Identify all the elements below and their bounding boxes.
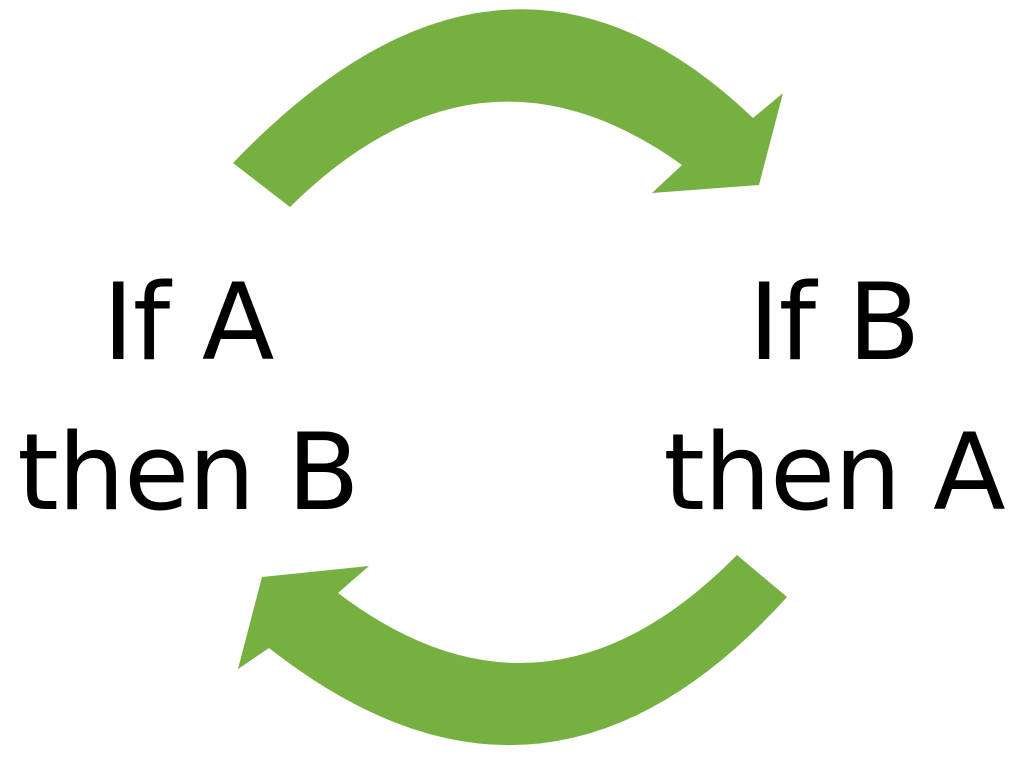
left-statement-line2: then B bbox=[17, 411, 360, 534]
left-statement-line1: If A bbox=[102, 261, 275, 384]
top-arrow bbox=[233, 9, 783, 207]
bottom-arrow bbox=[238, 555, 787, 746]
right-statement: If B then A bbox=[634, 248, 1024, 548]
left-statement: If A then B bbox=[0, 248, 388, 548]
right-statement-line1: If B bbox=[748, 261, 921, 384]
right-statement-line2: then A bbox=[663, 411, 1005, 534]
